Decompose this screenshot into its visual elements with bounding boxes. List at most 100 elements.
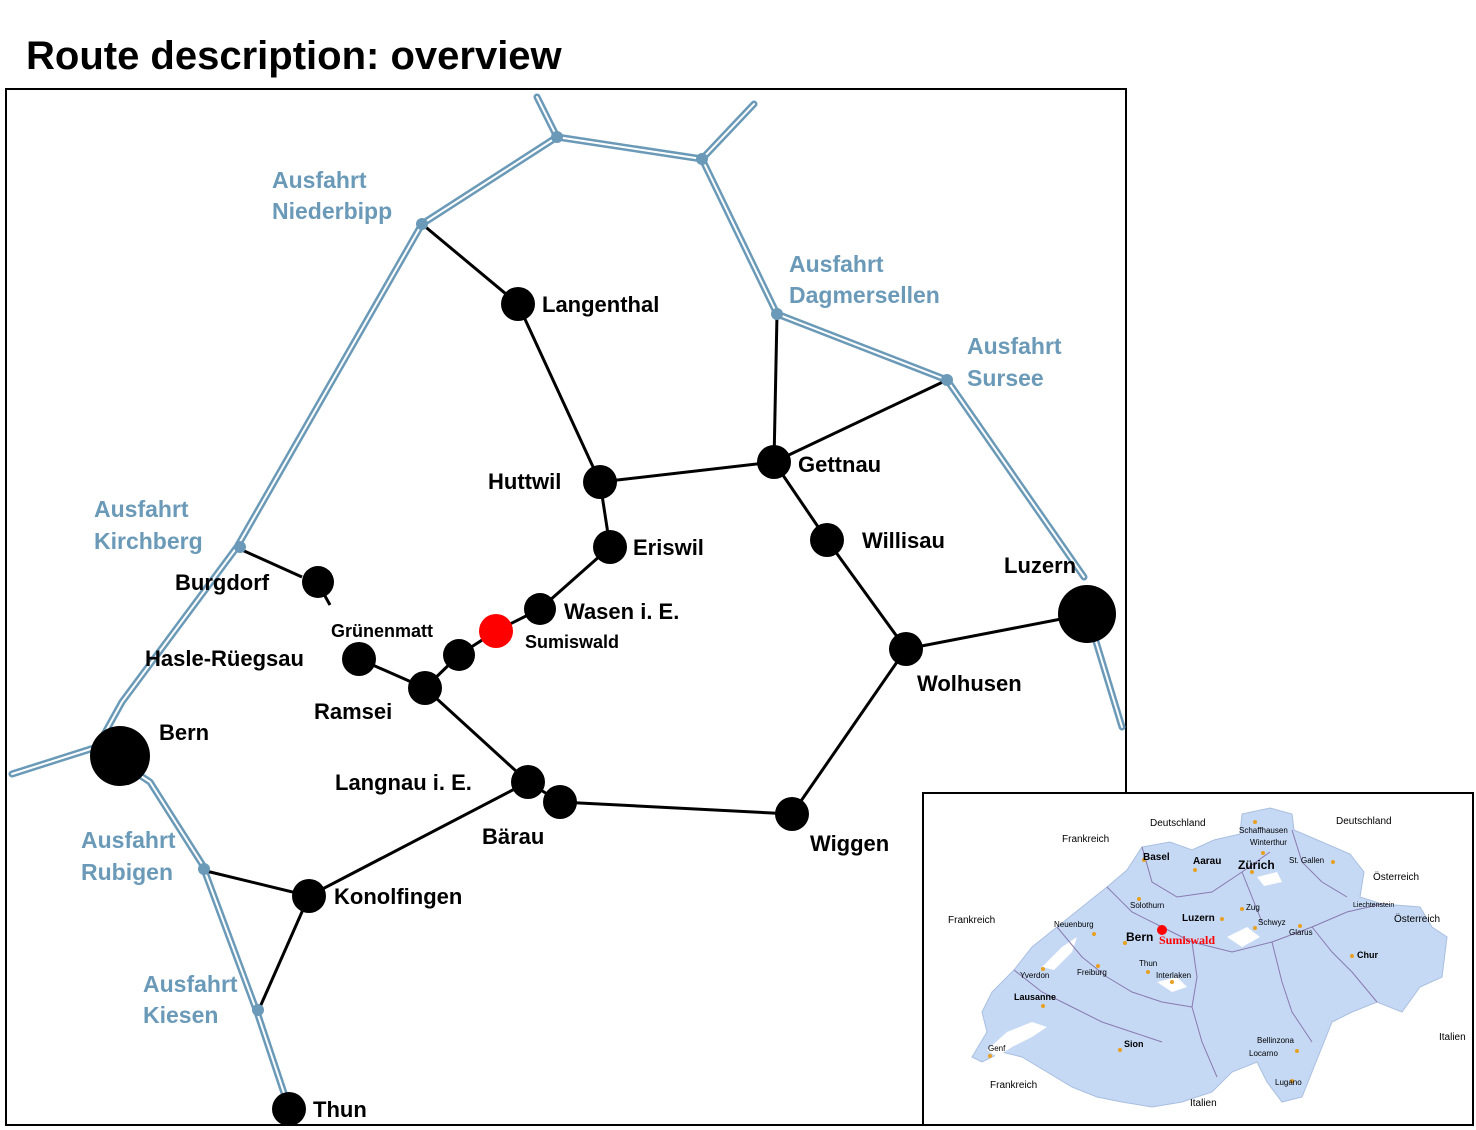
inset-sumiswald: Sumiswald [1159,933,1215,947]
inset-oesterreich-1: Österreich [1373,871,1419,883]
label-eriswil: Eriswil [633,535,704,560]
label-baerau: Bärau [482,824,544,849]
inset-deutschland-1: Deutschland [1150,818,1206,829]
inset-schwyz: Schwyz [1258,918,1286,927]
switzerland-inset-map: Deutschland Deutschland Frankreich Frank… [922,792,1474,1126]
inset-bellinzona: Bellinzona [1257,1036,1294,1045]
inset-basel: Basel [1143,852,1170,863]
road-huttwil-gettnau [599,460,775,484]
marker-gruenenmatt [443,639,475,671]
lake-luzern [1227,927,1260,947]
marker-ramsei [408,671,442,705]
junction-kirchberg [234,541,246,553]
label-willisau: Willisau [862,528,945,553]
road-dagmersellen-gettnau [772,313,779,463]
inset-italien-2: Italien [1190,1098,1217,1109]
exit-sursee-label-1: Ausfahrt [967,333,1062,359]
label-langnau: Langnau i. E. [335,770,472,795]
marker-hasle [342,642,376,676]
junction-north-1 [551,131,563,143]
label-wasen: Wasen i. E. [564,599,679,624]
exit-kiesen-label-1: Ausfahrt [143,971,238,997]
inset-locarno: Locarno [1249,1049,1278,1058]
label-konolfingen: Konolfingen [334,884,462,909]
marker-huttwil [583,465,617,499]
inset-solothurn: Solothurn [1130,901,1164,910]
road-wolhusen-luzern [905,612,1088,651]
inset-winterthur: Winterthur [1250,838,1287,847]
label-gruenenmatt: Grünenmatt [331,621,433,641]
road-langnau-konolfingen [308,780,529,898]
label-burgdorf: Burgdorf [175,570,270,595]
marker-wolhusen [889,632,923,666]
inset-zug: Zug [1246,903,1260,912]
inset-yverdon: Yverdon [1020,971,1049,980]
road-konolfingen-kiesen [258,895,311,1008]
exit-niederbipp-label-1: Ausfahrt [272,167,367,193]
inset-lausanne: Lausanne [1014,992,1056,1002]
inset-lugano: Lugano [1275,1078,1302,1087]
road-wiggen-wolhusen [790,648,908,815]
inset-chur: Chur [1357,950,1378,960]
inset-zuerich: Zürich [1238,858,1275,872]
exit-labels: Ausfahrt Niederbipp Ausfahrt Dagmerselle… [81,167,1062,1028]
marker-baerau [543,785,577,819]
exit-dagmersellen-label-2: Dagmersellen [789,282,940,308]
inset-bern: Bern [1126,930,1153,944]
marker-luzern [1058,585,1116,643]
inset-interlaken: Interlaken [1156,971,1191,980]
label-wolhusen: Wolhusen [917,671,1022,696]
marker-langenthal [501,287,535,321]
marker-wasen [524,593,556,625]
lake-zuerich [1257,872,1282,886]
page-title: Route description: overview [26,34,562,78]
exit-rubigen-label-1: Ausfahrt [81,827,176,853]
inset-italien-1: Italien [1439,1032,1466,1043]
inset-luzern: Luzern [1182,913,1215,924]
inset-stgallen: St. Gallen [1289,856,1324,865]
town-labels: Langenthal Huttwil Gettnau Eriswil Willi… [145,292,1076,1122]
junction-dagmersellen [771,308,783,320]
exit-niederbipp-label-2: Niederbipp [272,198,392,224]
label-huttwil: Huttwil [488,469,561,494]
exit-kirchberg-label-2: Kirchberg [94,528,203,554]
marker-gettnau [757,445,791,479]
switzerland-outline [971,807,1448,1108]
junction-sursee [941,374,953,386]
label-langenthal: Langenthal [542,292,659,317]
marker-burgdorf [302,566,334,598]
exit-kiesen-label-2: Kiesen [143,1002,218,1028]
road-rubigen-konolfingen [201,868,310,898]
inset-thun: Thun [1139,959,1157,968]
label-thun: Thun [313,1097,367,1122]
highway-a6 [93,743,291,1106]
marker-sumiswald [479,614,513,648]
inset-canvas: Deutschland Deutschland Frankreich Frank… [948,807,1466,1109]
inset-neighbor-labels: Deutschland Deutschland Frankreich Frank… [948,816,1466,1109]
junction-kiesen [252,1004,264,1016]
inset-sion: Sion [1124,1039,1144,1049]
exit-sursee-label-2: Sursee [967,365,1044,391]
route-map: Ausfahrt Niederbipp Ausfahrt Dagmerselle… [5,88,1127,1126]
inset-frankreich-2: Frankreich [948,915,995,926]
inset-freiburg: Freiburg [1077,968,1107,977]
label-luzern: Luzern [1004,553,1076,578]
exit-junctions [198,131,953,1016]
inset-aarau: Aarau [1193,856,1221,867]
junction-niederbipp [416,218,428,230]
label-hasle: Hasle-Rüegsau [145,646,304,671]
marker-willisau [810,523,844,557]
inset-frankreich-1: Frankreich [1062,834,1109,845]
label-gettnau: Gettnau [798,452,881,477]
inset-glarus: Glarus [1289,928,1313,937]
inset-liechtenstein: Liechtenstein [1353,902,1394,909]
small-town-labels: Grünenmatt Sumiswald [331,621,619,652]
road-langenthal-huttwil [516,303,602,483]
marker-wiggen [775,797,809,831]
lake-geneva [987,1022,1047,1057]
inset-city-dots [988,820,1354,1083]
road-ramsei-langnau [423,686,530,784]
road-sursee-gettnau [773,378,948,464]
marker-langnau [511,765,545,799]
label-ramsei: Ramsei [314,699,392,724]
